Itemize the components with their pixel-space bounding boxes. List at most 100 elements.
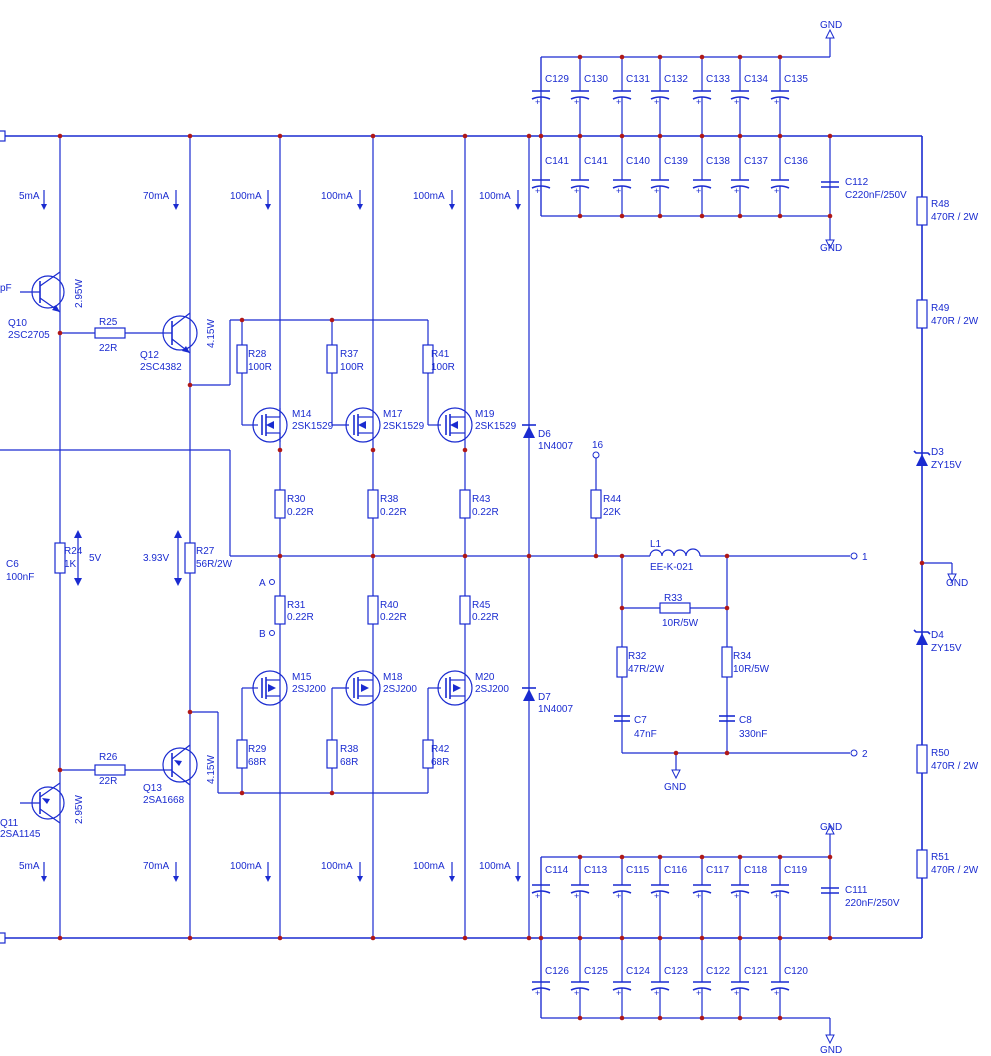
capacitor-ref: C131 xyxy=(626,74,650,85)
junction-dot xyxy=(277,935,283,941)
mosfet-m20 xyxy=(437,670,473,706)
resistor-r30 xyxy=(274,489,286,519)
transistor-q12 xyxy=(162,312,198,354)
junction-dot xyxy=(827,133,833,139)
electrolytic-capacitor: +C115 xyxy=(612,857,650,938)
capacitor-ref: C139 xyxy=(664,156,688,167)
junction-dot xyxy=(239,317,245,323)
capacitor-ref: C117 xyxy=(706,865,730,876)
resistor-r34 xyxy=(721,646,733,678)
resistor-r50 xyxy=(916,744,928,774)
r44-value: 22K xyxy=(603,507,621,518)
current-direction-arrow xyxy=(265,862,271,882)
junction-dot xyxy=(526,133,532,139)
gnd-symbol-bank2 xyxy=(825,824,835,835)
r27-ref: R27 xyxy=(196,546,215,557)
capacitor-polarity-plus: + xyxy=(696,891,701,901)
capacitor-ref: C133 xyxy=(706,74,730,85)
capacitor-ref: C129 xyxy=(545,74,569,85)
resistor-r38-upper xyxy=(367,489,379,519)
junction-dot xyxy=(462,447,468,453)
current-direction-arrow xyxy=(173,862,179,882)
r37-value: 100R xyxy=(340,362,364,373)
wires xyxy=(0,38,953,1035)
current-arrows xyxy=(41,190,521,882)
junction-dot xyxy=(187,133,193,139)
r34-ref: R34 xyxy=(733,651,752,662)
c112-value: C220nF/250V xyxy=(845,190,907,201)
electrolytic-capacitor: +C116 xyxy=(650,857,688,938)
capacitor-polarity-plus: + xyxy=(535,891,540,901)
capacitor-polarity-plus: + xyxy=(616,891,621,901)
r27-value: 56R/2W xyxy=(196,559,233,570)
junction-dot xyxy=(827,213,833,219)
capacitor-ref: C114 xyxy=(545,865,569,876)
r25-ref: R25 xyxy=(99,317,118,328)
r40-ref: R40 xyxy=(380,600,399,611)
junction-dot xyxy=(657,935,663,941)
junction-dot xyxy=(187,935,193,941)
electrolytic-capacitor: + C117 xyxy=(692,857,730,938)
resistor-r32 xyxy=(616,646,628,678)
capacitor-ref: C132 xyxy=(664,74,688,85)
q13-part: 2SA1668 xyxy=(143,795,185,806)
capacitor-polarity-plus: + xyxy=(774,891,779,901)
junction-dot xyxy=(239,790,245,796)
r42-ref: R42 xyxy=(431,744,450,755)
gnd-symbol-zobel xyxy=(671,769,681,780)
electrolytic-capacitor: +C113 xyxy=(570,857,608,938)
q10-part: 2SC2705 xyxy=(8,330,50,341)
c8-value: 330nF xyxy=(739,729,767,740)
junction-dot xyxy=(827,854,833,860)
gnd-label-bank2: GND xyxy=(820,822,842,833)
junction-dot xyxy=(619,854,625,860)
gnd-label-bottom: GND xyxy=(820,1045,842,1056)
capacitor-ref: C124 xyxy=(626,966,650,977)
current-label: 100mA xyxy=(479,861,511,872)
current-direction-arrow xyxy=(515,190,521,210)
current-direction-arrow xyxy=(515,862,521,882)
electrolytic-capacitor: +C129 xyxy=(531,57,569,136)
resistor-r38-lower xyxy=(326,739,338,769)
m15-part: 2SJ200 xyxy=(292,684,326,695)
m15-ref: M15 xyxy=(292,672,312,683)
capacitor-polarity-plus: + xyxy=(734,891,739,901)
r33-ref: R33 xyxy=(664,593,683,604)
capacitor-polarity-plus: + xyxy=(654,97,659,107)
capacitor-ref: C125 xyxy=(584,966,608,977)
capacitor-polarity-plus: + xyxy=(654,891,659,901)
r29-ref: R29 xyxy=(248,744,267,755)
d3-ref: D3 xyxy=(931,447,944,458)
r45-value: 0.22R xyxy=(472,612,499,623)
capacitor-polarity-plus: + xyxy=(616,97,621,107)
current-direction-arrow xyxy=(357,862,363,882)
electrolytic-capacitor: +C130 xyxy=(570,57,608,136)
capacitor-ref: C140 xyxy=(626,156,650,167)
junction-dot xyxy=(619,605,625,611)
current-label: 5mA xyxy=(19,191,40,202)
m17-ref: M17 xyxy=(383,409,403,420)
gnd-label-bank1: GND xyxy=(820,243,842,254)
l1-part: EE-K-021 xyxy=(650,562,694,573)
junction-dot xyxy=(577,935,583,941)
junction-dot xyxy=(777,133,783,139)
r41-ref: R41 xyxy=(431,349,450,360)
terminal-16 xyxy=(592,451,600,459)
m18-part: 2SJ200 xyxy=(383,684,417,695)
r26-ref: R26 xyxy=(99,752,118,763)
q11-power: 2.95W xyxy=(74,795,85,824)
junction-dot xyxy=(593,553,599,559)
capacitor-polarity-plus: + xyxy=(574,97,579,107)
electrolytic-capacitor: +C125 xyxy=(570,938,608,1018)
r41-value: 100R xyxy=(431,362,455,373)
junction-dot xyxy=(577,1015,583,1021)
r27-adjust-arrow xyxy=(174,530,182,586)
junction-dot xyxy=(526,553,532,559)
current-label: 100mA xyxy=(230,861,262,872)
resistor-r24 xyxy=(54,542,66,574)
capacitor-ref: C120 xyxy=(784,966,808,977)
r32-ref: R32 xyxy=(628,651,647,662)
r37-ref: R37 xyxy=(340,349,359,360)
d7-part: 1N4007 xyxy=(538,704,573,715)
transistor-q13 xyxy=(162,744,198,786)
